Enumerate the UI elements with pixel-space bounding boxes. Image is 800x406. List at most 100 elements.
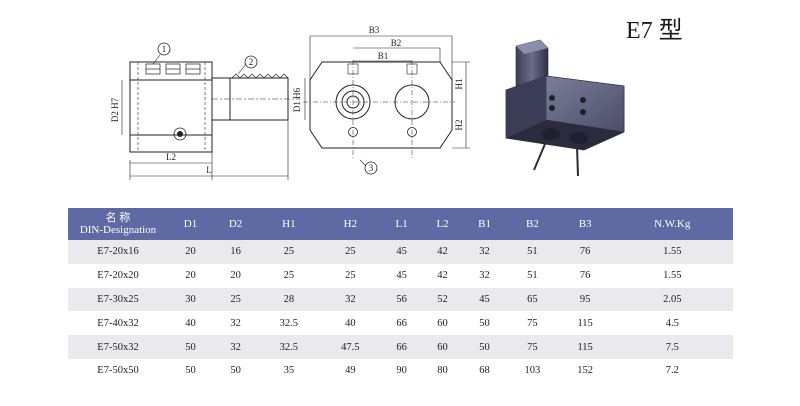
table-cell: 66: [381, 335, 423, 359]
column-header: N.W.Kg: [611, 208, 733, 240]
column-header: B1: [463, 208, 507, 240]
table-cell: 32: [479, 270, 490, 282]
table-cell: 4.5: [665, 317, 679, 329]
table-cell: 103: [524, 365, 541, 377]
column-header: H1: [258, 208, 320, 240]
callout-1: 1: [162, 44, 167, 54]
table-cell: 42: [422, 240, 464, 264]
table-cell: 76: [579, 270, 591, 282]
front-body-outline: [309, 61, 453, 149]
table-cell: 25: [345, 270, 356, 282]
table-cell: 25: [213, 287, 259, 312]
table-cell: 40: [185, 317, 196, 329]
table-cell: 20: [185, 270, 196, 282]
table-cell: 45: [396, 270, 407, 282]
dim-l2: L2: [166, 152, 176, 162]
dim-b2: B2: [391, 38, 402, 48]
table-cell: 7.5: [611, 335, 733, 359]
row-designation: E7-50x50: [97, 365, 139, 377]
table-row: E7-40x32 40 32 32.5 40 66 60 50 75 115 4…: [68, 311, 733, 335]
column-header: B2: [506, 208, 559, 240]
column-header: L1: [381, 208, 423, 240]
table-cell: 49: [345, 365, 356, 377]
table-cell: 32: [319, 287, 382, 312]
table-cell: 16: [213, 240, 259, 264]
table-cell: 28: [258, 287, 320, 312]
table-cell: 25: [258, 240, 320, 264]
column-header: D1: [168, 208, 214, 240]
table-cell: 32: [213, 335, 259, 359]
table-cell: 32.5: [258, 335, 320, 359]
table-row: E7-20x20 20 20 25 25 45 42 32 51 76 1.55: [68, 264, 733, 288]
dim-b1: B1: [378, 51, 389, 61]
table-cell: 75: [527, 317, 538, 329]
table-cell: 20: [168, 240, 214, 264]
column-header: H2: [319, 208, 382, 240]
dim-b3: B3: [369, 25, 380, 35]
row-designation: E7-20x16: [68, 240, 168, 264]
row-designation: E7-20x20: [97, 270, 139, 282]
table-cell: 32: [230, 317, 241, 329]
table-cell: 65: [506, 287, 559, 312]
column-header: B3: [558, 208, 612, 240]
designation-header-en: DIN-Designation: [79, 224, 157, 236]
column-header: D2: [213, 208, 259, 240]
table-cell: 2.05: [611, 287, 733, 312]
table-cell: 75: [506, 335, 559, 359]
table-cell: 51: [527, 270, 538, 282]
table-cell: 95: [558, 287, 612, 312]
table-cell: 50: [463, 335, 507, 359]
row-designation: E7-30x25: [68, 287, 168, 312]
page-title: E7 型: [626, 18, 683, 44]
table-cell: 52: [422, 287, 464, 312]
callout-2: 2: [249, 57, 254, 67]
table-header-row: 名 称 DIN-Designation D1 D2 H1 H2 L1 L2 B1…: [68, 208, 733, 240]
table-cell: 90: [396, 365, 407, 377]
table-row: E7-50x32 50 32 32.5 47.5 66 60 50 75 115…: [68, 335, 733, 359]
dim-l: L: [206, 165, 212, 175]
row-designation: E7-50x32: [68, 335, 168, 359]
table-cell: 50: [230, 365, 241, 377]
table-cell: 35: [283, 365, 295, 377]
table-cell: 50: [168, 335, 214, 359]
table-row: E7-50x50 50 50 35 49 90 80 68 103 152 7.…: [68, 359, 733, 383]
table-cell: 40: [345, 317, 356, 329]
table-cell: 1.55: [611, 240, 733, 264]
table-cell: 25: [319, 240, 382, 264]
dim-h1: H1: [454, 79, 464, 90]
table-cell: 7.2: [665, 365, 679, 377]
table-cell: 50: [185, 365, 196, 377]
table-cell: 60: [437, 317, 448, 329]
table-cell: 60: [422, 335, 464, 359]
designation-header: 名 称 DIN-Designation: [68, 208, 168, 240]
table-cell: 42: [437, 270, 448, 282]
dim-d1: D1 H6: [292, 87, 302, 112]
dim-h2: H2: [454, 120, 464, 131]
table-cell: 50: [479, 317, 490, 329]
designation-header-cn: 名 称: [105, 212, 131, 224]
table-cell: 47.5: [319, 335, 382, 359]
tool-holder-render: [505, 39, 625, 177]
table-cell: 115: [577, 317, 593, 329]
table-cell: 76: [558, 240, 612, 264]
technical-drawings: 1 2 D2 H7 D1 H6 L2 L: [110, 25, 625, 180]
table-row: E7-20x16 20 16 25 25 45 42 32 51 76 1.55: [68, 240, 733, 264]
table-cell: 32.5: [279, 317, 299, 329]
table-cell: 115: [558, 335, 612, 359]
callout-3: 3: [369, 163, 374, 173]
table-cell: 51: [506, 240, 559, 264]
table-cell: 45: [463, 287, 507, 312]
table-cell: 152: [577, 365, 593, 377]
table-cell: 56: [381, 287, 423, 312]
column-header: L2: [422, 208, 464, 240]
row-designation: E7-40x32: [97, 317, 139, 329]
table-cell: 30: [168, 287, 214, 312]
spec-table: 名 称 DIN-Designation D1 D2 H1 H2 L1 L2 B1…: [68, 208, 733, 383]
table-cell: 80: [437, 365, 448, 377]
table-cell: 45: [381, 240, 423, 264]
front-view-drawing: [303, 35, 470, 175]
side-view-drawing: [121, 42, 306, 180]
table-cell: 1.55: [663, 270, 682, 282]
table-cell: 32: [463, 240, 507, 264]
table-cell: 25: [283, 270, 295, 282]
